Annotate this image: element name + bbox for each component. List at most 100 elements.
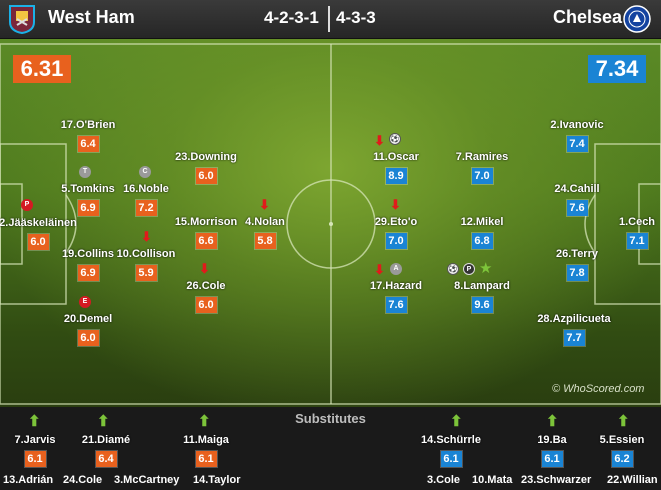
- player-terry[interactable]: 26.Terry 7.8: [522, 248, 632, 281]
- sub-name: 21.Diamé: [81, 434, 131, 446]
- sub-off-taylor[interactable]: 14.Taylor: [193, 474, 241, 486]
- player-name: 20.Demel: [63, 313, 113, 325]
- sub-diame[interactable]: 21.Diamé 6.4: [66, 434, 146, 467]
- player-rating: 7.8: [566, 265, 588, 281]
- player-ramires[interactable]: 7.Ramires 7.0: [427, 151, 537, 184]
- player-cech[interactable]: 1.Cech 7.1: [582, 216, 661, 249]
- player-name: 16.Noble: [123, 183, 169, 195]
- player-name: 24.Cahill: [554, 183, 600, 195]
- sub-off-mccartney[interactable]: 3.McCartney: [114, 474, 180, 486]
- player-rating: 6.0: [195, 168, 217, 184]
- player-rating: 7.6: [385, 297, 407, 313]
- player-name: 8.Lampard: [454, 280, 510, 292]
- player-name: 17.O'Brien: [60, 119, 116, 131]
- sub-on-arrow-icon: ⬆: [97, 413, 110, 430]
- sub-off-cole-24[interactable]: 24.Cole: [63, 474, 103, 486]
- player-rating: 6.0: [195, 297, 217, 313]
- player-name: 28.Azpilicueta: [537, 313, 611, 325]
- player-lampard[interactable]: 8.Lampard 9.6: [427, 280, 537, 313]
- sub-on-arrow-icon: ⬆: [28, 413, 41, 430]
- player-ivanovic[interactable]: 2.Ivanovic 7.4: [522, 119, 632, 152]
- player-rating: 6.0: [27, 234, 49, 250]
- player-rating: 5.8: [254, 233, 276, 249]
- sub-essien[interactable]: 5.Essien 6.2: [582, 434, 661, 467]
- away-formation: 4-3-3: [336, 8, 376, 27]
- sub-rating: 6.1: [195, 451, 217, 467]
- sub-schurrle[interactable]: 14.Schürrle 6.1: [411, 434, 491, 467]
- player-name: 7.Ramires: [455, 151, 509, 163]
- player-rating: 7.6: [566, 200, 588, 216]
- player-name: 17.Hazard: [370, 280, 422, 292]
- sub-rating: 6.2: [611, 451, 633, 467]
- player-rating: 6.4: [77, 136, 99, 152]
- player-name: 2.Ivanovic: [550, 119, 604, 131]
- player-rating: 7.0: [385, 233, 407, 249]
- home-team-rating: 6.31: [13, 55, 71, 83]
- sub-rating: 6.1: [541, 451, 563, 467]
- player-name: 19.Collins: [62, 248, 114, 260]
- player-hazard[interactable]: 17.Hazard 7.6: [341, 280, 451, 313]
- player-collison[interactable]: 10.Collison 5.9: [91, 248, 201, 281]
- player-name: 23.Downing: [175, 151, 237, 163]
- sub-off-arrow-icon: ⬇: [141, 229, 152, 244]
- player-obrien[interactable]: 17.O'Brien 6.4: [33, 119, 143, 152]
- sub-ba[interactable]: 19.Ba 6.1: [512, 434, 592, 467]
- chelsea-crest-icon[interactable]: [623, 4, 651, 34]
- player-downing[interactable]: 23.Downing 6.0: [151, 151, 261, 184]
- sub-off-adrian[interactable]: 13.Adrián: [3, 474, 54, 486]
- player-tomkins[interactable]: 5.Tomkins 6.9: [33, 183, 143, 216]
- sub-off-arrow-icon: ⬇: [374, 133, 385, 148]
- player-collins[interactable]: 19.Collins 6.9: [33, 248, 143, 281]
- player-cole-26[interactable]: 26.Cole 6.0: [151, 280, 261, 313]
- sub-off-arrow-icon: ⬇: [390, 197, 401, 212]
- sub-name: 7.Jarvis: [14, 434, 56, 446]
- man-of-the-match-star-icon: ★: [479, 260, 493, 277]
- away-team-rating: 7.34: [588, 55, 646, 83]
- player-rating: 7.4: [566, 136, 588, 152]
- sub-off-schwarzer[interactable]: 23.Schwarzer: [521, 474, 592, 486]
- sub-off-willian[interactable]: 22.Willian: [607, 474, 658, 486]
- player-name: 11.Oscar: [373, 151, 419, 163]
- west-ham-crest-icon[interactable]: [8, 4, 36, 34]
- error-icon: E: [79, 296, 91, 308]
- player-etoo[interactable]: 29.Eto'o 7.0: [341, 216, 451, 249]
- sub-off-mata[interactable]: 10.Mata: [472, 474, 513, 486]
- sub-off-arrow-icon: ⬇: [199, 261, 210, 276]
- player-azpilicueta[interactable]: 28.Azpilicueta 7.7: [519, 313, 629, 346]
- player-mikel[interactable]: 12.Mikel 6.8: [427, 216, 537, 249]
- player-noble[interactable]: 16.Noble 7.2: [91, 183, 201, 216]
- player-name: 5.Tomkins: [61, 183, 115, 195]
- sub-name: 19.Ba: [537, 434, 567, 446]
- player-name: 12.Mikel: [460, 216, 504, 228]
- player-oscar[interactable]: 11.Oscar 8.9: [341, 151, 451, 184]
- sub-rating: 6.4: [95, 451, 117, 467]
- player-rating: 6.8: [471, 233, 493, 249]
- player-rating: 6.9: [77, 200, 99, 216]
- penalty-conceded-icon: P: [21, 199, 33, 211]
- player-rating: 7.1: [626, 233, 648, 249]
- player-name: 15.Morrison: [174, 216, 238, 228]
- player-rating: 5.9: [135, 265, 157, 281]
- home-formation: 4-2-3-1: [264, 8, 319, 27]
- sub-name: 11.Maiga: [183, 434, 229, 446]
- sub-off-cole-3[interactable]: 3.Cole: [427, 474, 461, 486]
- sub-off-arrow-icon: ⬇: [259, 197, 270, 212]
- player-name: 2.Jääskeläinen: [0, 217, 77, 229]
- assist-icon: A: [390, 263, 402, 275]
- sub-name: 5.Essien: [599, 434, 645, 446]
- player-cahill[interactable]: 24.Cahill 7.6: [522, 183, 632, 216]
- player-jaaskelainen[interactable]: 2.Jääskeläinen 6.0: [0, 217, 93, 250]
- player-demel[interactable]: 20.Demel 6.0: [33, 313, 143, 346]
- sub-maiga[interactable]: 11.Maiga 6.1: [166, 434, 246, 467]
- player-name: 1.Cech: [618, 216, 656, 228]
- player-morrison[interactable]: 15.Morrison 6.6: [151, 216, 261, 249]
- away-team-name[interactable]: Chelsea: [553, 7, 623, 27]
- watermark: © WhoScored.com: [552, 383, 645, 395]
- sub-jarvis[interactable]: 7.Jarvis 6.1: [0, 434, 75, 467]
- player-rating: 7.0: [471, 168, 493, 184]
- sub-on-arrow-icon: ⬆: [198, 413, 211, 430]
- home-team-name[interactable]: West Ham: [48, 7, 135, 27]
- substitutes-title: Substitutes: [295, 411, 366, 426]
- sub-on-arrow-icon: ⬆: [450, 413, 463, 430]
- player-nolan[interactable]: 4.Nolan 5.8: [210, 216, 320, 249]
